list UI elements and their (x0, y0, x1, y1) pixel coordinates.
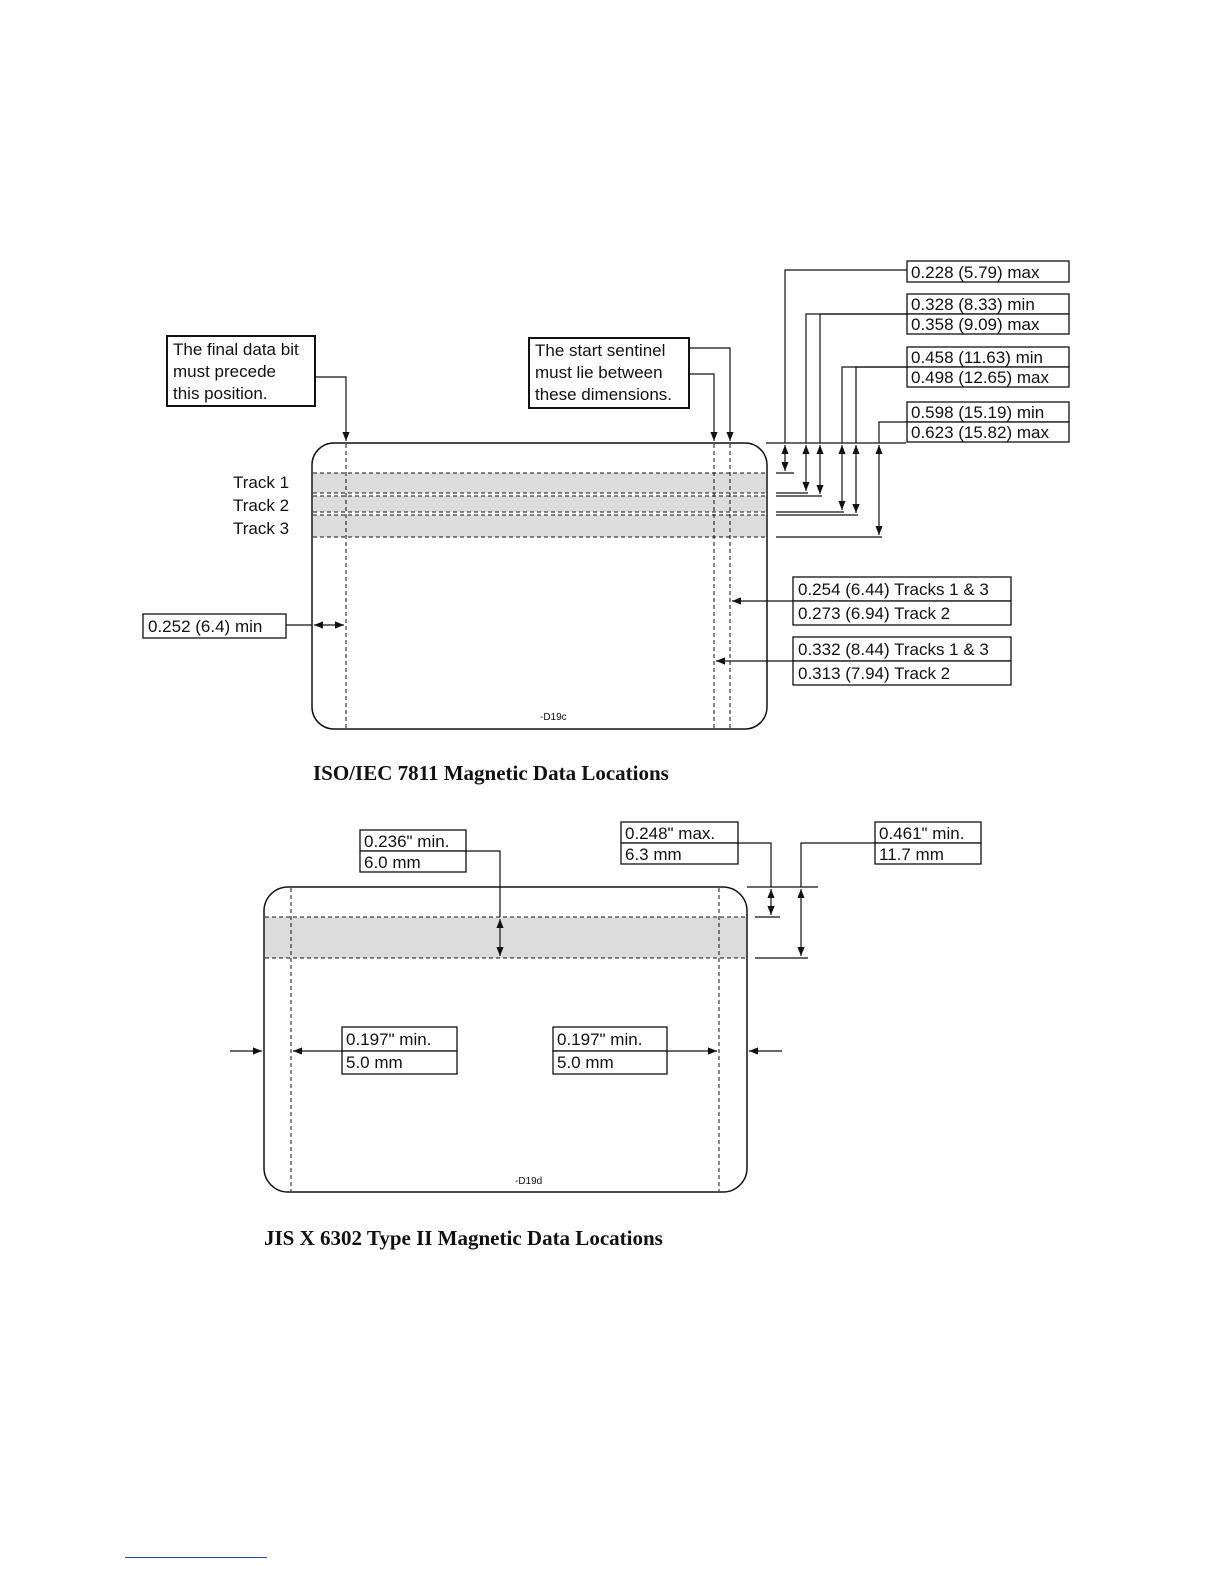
iso-final-bit-note-box (166, 335, 316, 407)
jis-dim-top-min-box-2 (874, 842, 982, 865)
jis-card-outline (263, 886, 748, 1193)
jis-dim-band-leader (466, 850, 501, 917)
iso-dim-top-4b-label: 0.623 (15.82) max (911, 423, 1049, 442)
iso-track-1-band (313, 473, 766, 493)
iso-final-bit-note-line-2: must precede (173, 362, 276, 381)
iso-dim-right-1a-label: 0.254 (6.44) Tracks 1 & 3 (798, 580, 989, 599)
footnote-rule (125, 1557, 267, 1558)
iso-dim-top-2a-label: 0.328 (8.33) min (911, 295, 1035, 314)
iso-top-dim-leaders (766, 269, 907, 538)
iso-left-dim-box (142, 613, 287, 639)
jis-dim-left-label-1: 0.197" min. (346, 1030, 431, 1049)
iso-dim-top-3b-box (906, 366, 1070, 388)
jis-dim-left-label-2: 5.0 mm (346, 1053, 403, 1072)
iso-dim-top-2b-label: 0.358 (9.09) max (911, 315, 1040, 334)
jis-dim-band-box-2 (359, 850, 467, 873)
iso-dim-top-3a-label: 0.458 (11.63) min (911, 348, 1043, 367)
iso-figure: Track 1 Track 2 Track 3 The final data b… (142, 260, 1070, 785)
iso-track-dashed-lines (313, 472, 766, 538)
jis-dim-top-min-leader (800, 842, 875, 887)
iso-dim-right-2b-box (792, 660, 1012, 686)
iso-track-2-band (313, 496, 766, 512)
jis-figure: 0.236" min. 6.0 mm 0.248" max. 6.3 mm 0.… (230, 821, 982, 1250)
iso-sentinel-note-line-2: must lie between (535, 363, 663, 382)
jis-dim-right-label-2: 5.0 mm (557, 1053, 614, 1072)
iso-dim-top-1-label: 0.228 (5.79) max (911, 263, 1040, 282)
iso-dim-right-1b-label: 0.273 (6.94) Track 2 (798, 604, 950, 623)
iso-final-bit-note-line-1: The final data bit (173, 340, 299, 359)
iso-sentinel-note-line-3: these dimensions. (535, 385, 672, 404)
iso-top-dims: 0.228 (5.79) max 0.328 (8.33) min 0.358 … (906, 260, 1070, 443)
iso-final-bit-leader (315, 376, 350, 441)
jis-dim-left-box-2 (341, 1050, 458, 1075)
iso-track-2-label: Track 2 (233, 496, 289, 515)
iso-sentinel-leader-2 (689, 347, 734, 441)
jis-dim-left-box-1 (341, 1026, 458, 1052)
iso-dim-top-4a-label: 0.598 (15.19) min (911, 403, 1044, 422)
jis-dim-band-label-1: 0.236" min. (364, 832, 449, 851)
jis-figure-caption: JIS X 6302 Type II Magnetic Data Locatio… (264, 1226, 663, 1250)
jis-dim-top-max-label-2: 6.3 mm (625, 845, 682, 864)
jis-dim-top-max-box-2 (620, 842, 739, 865)
jis-dim-right-box-2 (552, 1050, 668, 1075)
iso-dim-top-1-box (906, 260, 1070, 283)
iso-dim-right-2b-label: 0.313 (7.94) Track 2 (798, 664, 950, 683)
iso-left-dim-label: 0.252 (6.4) min (148, 617, 262, 636)
jis-dim-top-max-label-1: 0.248" max. (625, 824, 715, 843)
jis-dim-top-min-label-2: 11.7 mm (879, 845, 944, 864)
iso-dim-top-3b-label: 0.498 (12.65) max (911, 368, 1049, 387)
jis-dim-top-min-label-1: 0.461" min. (879, 824, 964, 843)
iso-sentinel-leader-1 (689, 373, 718, 441)
iso-track-3-label: Track 3 (233, 519, 289, 538)
iso-dim-right-2a-label: 0.332 (8.44) Tracks 1 & 3 (798, 640, 989, 659)
jis-figure-code: -D19d (515, 1176, 542, 1187)
iso-right-dims: 0.254 (6.44) Tracks 1 & 3 0.273 (6.94) T… (716, 576, 1012, 686)
iso-final-bit-note-line-3: this position. (173, 384, 268, 403)
jis-dim-top-max-leader (738, 842, 772, 887)
jis-dim-right-label-1: 0.197" min. (557, 1030, 642, 1049)
iso-sentinel-note-line-1: The start sentinel (535, 341, 665, 360)
iso-dim-right-1b-box (792, 600, 1012, 626)
iso-dim-top-2b-box (906, 313, 1070, 335)
jis-track-band (265, 917, 746, 958)
iso-figure-caption: ISO/IEC 7811 Magnetic Data Locations (313, 761, 669, 785)
iso-figure-code: -D19c (540, 712, 567, 723)
iso-sentinel-note-box (528, 337, 690, 409)
iso-dim-top-4b-box (906, 421, 1070, 443)
jis-dim-band-label-2: 6.0 mm (364, 853, 421, 872)
iso-track-3-band (313, 515, 766, 537)
iso-track-1-label: Track 1 (233, 473, 289, 492)
iso-dim-right-1a-box (792, 576, 1012, 602)
